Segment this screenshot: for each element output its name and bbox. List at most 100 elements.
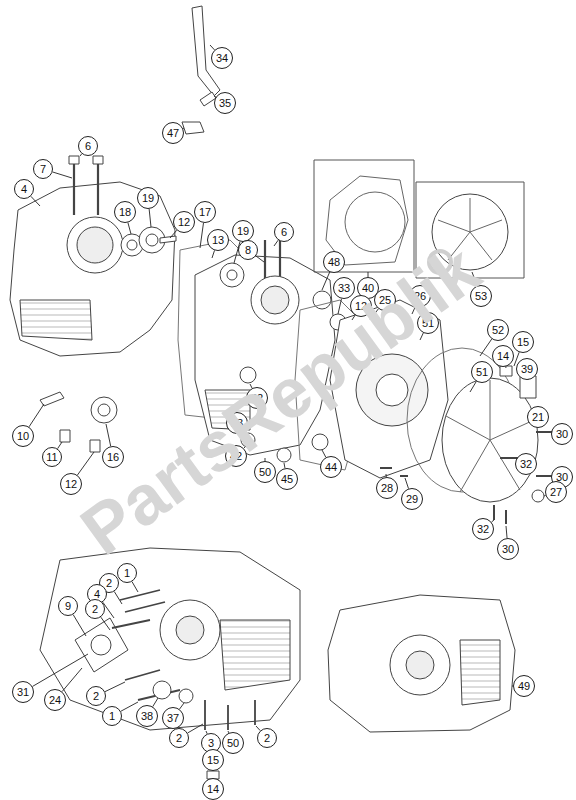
callout-text: 19: [237, 226, 249, 237]
crank-bore: [160, 600, 220, 660]
callout-number: 19: [232, 220, 254, 242]
callout-text: 15: [517, 337, 529, 348]
seal: [91, 635, 111, 655]
callout-text: 24: [49, 695, 61, 706]
callout-number: 15: [202, 749, 224, 771]
leader-line: [121, 702, 138, 711]
leader-line: [200, 223, 203, 248]
callout-text: 18: [119, 207, 131, 218]
leader-line: [101, 617, 110, 630]
callout-number: 38: [136, 705, 158, 727]
callout-text: 13: [212, 235, 224, 246]
callout-text: 32: [520, 459, 532, 470]
callout-text: 7: [40, 164, 46, 175]
bearing-inner: [227, 270, 237, 280]
callout-number: 8: [238, 240, 258, 260]
callout-text: 12: [65, 479, 77, 490]
callout-number: 32: [472, 518, 494, 540]
case-ribs: [220, 620, 290, 690]
callout-text: 2: [106, 578, 112, 589]
callout-number: 28: [376, 477, 398, 499]
callout-number: 11: [42, 447, 62, 467]
callout-text: 11: [46, 452, 57, 463]
callout-text: 6: [85, 141, 91, 152]
callout-number: 37: [162, 707, 184, 729]
bearing-inner: [146, 234, 158, 246]
callout-text: 34: [216, 53, 228, 64]
crankcase-complete: [328, 595, 515, 732]
leader-line: [322, 272, 330, 290]
callout-text: 4: [94, 589, 100, 600]
callout-text: 1: [124, 568, 130, 579]
callout-text: 50: [259, 467, 271, 478]
callout-number: 51: [471, 361, 493, 383]
callout-number: 7: [33, 159, 53, 179]
crank-bore: [251, 276, 299, 324]
case-ribs: [20, 300, 92, 340]
callout-number: 39: [516, 358, 538, 380]
callout-text: 27: [550, 487, 562, 498]
callout-number: 19: [137, 187, 159, 209]
callout-text: 50: [227, 738, 239, 749]
leader-line: [31, 196, 40, 206]
callout-number: 12: [173, 211, 195, 233]
crank-bore-inner: [261, 286, 289, 314]
leader-line: [149, 209, 151, 227]
kit-frame: [314, 160, 414, 272]
leader-line: [256, 256, 264, 262]
callout-text: 14: [207, 784, 219, 795]
leader-line: [53, 172, 72, 178]
callout-text: 2: [264, 733, 270, 744]
callout-number: 12: [60, 473, 82, 495]
nut: [69, 156, 103, 164]
dowel-pin: [60, 430, 70, 442]
seal: [153, 681, 171, 699]
leader-line: [128, 223, 131, 234]
leader-line: [212, 250, 215, 258]
callout-text: 33: [338, 283, 350, 294]
crankcase-left: [10, 182, 175, 356]
callout-text: 8: [245, 245, 251, 256]
callout-number: 49: [513, 675, 535, 697]
callout-text: 35: [219, 98, 231, 109]
callout-number: 6: [274, 222, 294, 242]
crank-bore-inner: [176, 616, 204, 644]
callout-number: 9: [58, 596, 78, 616]
callout-text: 45: [281, 474, 293, 485]
callout-number: 24: [44, 689, 66, 711]
leader-line: [106, 424, 111, 446]
leader-line: [114, 592, 122, 604]
leader-line: [274, 240, 278, 246]
callout-text: 4: [21, 184, 27, 195]
callout-text: 30: [502, 544, 514, 555]
callout-text: 9: [65, 601, 71, 612]
stud: [74, 160, 98, 215]
callout-text: 37: [167, 713, 179, 724]
callout-number: 30: [497, 538, 519, 560]
screw: [380, 468, 408, 476]
callout-number: 47: [162, 122, 184, 144]
crank-bore: [390, 635, 450, 695]
leader-line: [62, 668, 82, 692]
leader-line: [480, 339, 492, 356]
callout-number: 44: [320, 456, 342, 478]
callout-number: 17: [194, 201, 216, 223]
gasket-kit: [345, 192, 405, 252]
callout-number: 2: [169, 728, 189, 748]
o-ring: [532, 490, 544, 502]
bearing: [91, 397, 117, 423]
callout-text: 16: [107, 452, 119, 463]
plug: [500, 366, 512, 376]
callout-text: 32: [477, 524, 489, 535]
seal: [179, 689, 193, 703]
callout-number: 29: [401, 488, 423, 510]
leader-line: [405, 478, 409, 489]
case-ribs: [460, 640, 500, 705]
callout-text: 10: [17, 431, 29, 442]
leader-line: [170, 230, 177, 238]
callout-text: 2: [176, 733, 182, 744]
callout-number: 21: [527, 406, 549, 428]
leader-line: [506, 526, 507, 538]
crank-bore: [67, 217, 123, 273]
callout-text: 48: [328, 257, 340, 268]
